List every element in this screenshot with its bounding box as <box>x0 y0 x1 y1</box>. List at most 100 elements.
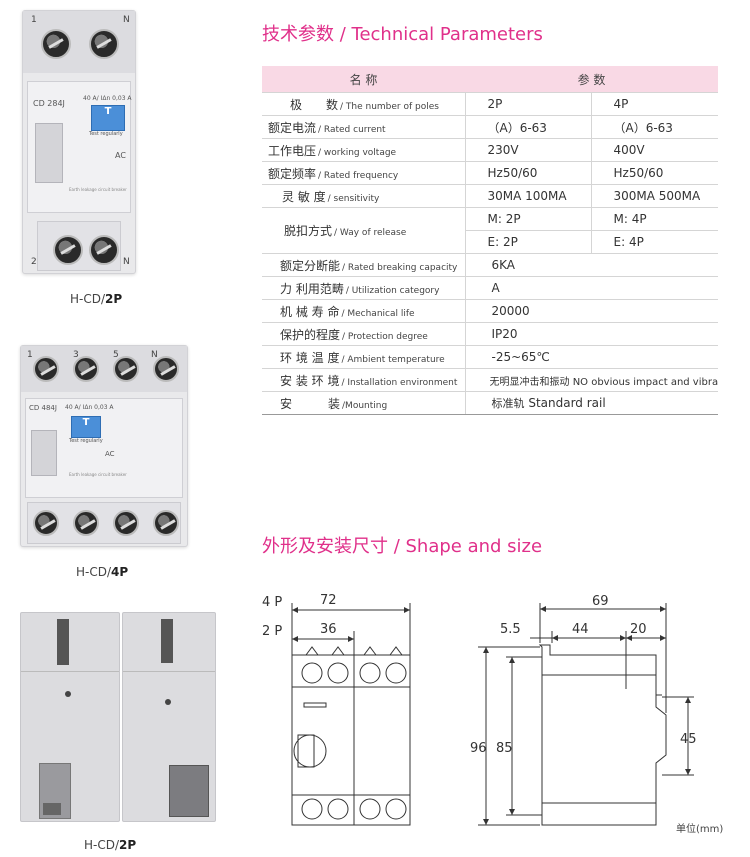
param-value: 无明显冲击和振动 NO obvious impact and vibration <box>464 368 719 392</box>
terminal-mark: N <box>123 257 130 267</box>
param-name-zh: 环 境 温 度 <box>280 350 340 365</box>
header-name: 名 称 <box>262 66 465 93</box>
test-label: Test regularly <box>89 131 123 137</box>
param-name-zh: 额定分断能 <box>280 258 341 273</box>
param-value: IP20 <box>464 322 719 346</box>
label-2p: 2 P <box>262 624 282 639</box>
param-name-zh: 额定频率 <box>268 166 317 181</box>
param-value: 30MA 100MA <box>464 184 591 208</box>
terminal-mark: 3 <box>73 350 79 360</box>
param-name-zh: 灵 敏 度 <box>282 189 326 204</box>
tech-params-table: 名 称 参 数 极 数/ The number of poles 2P 4P 额… <box>262 66 719 415</box>
param-name-zh: 工作电压 <box>268 143 317 158</box>
terminal-screw-icon <box>73 510 99 536</box>
param-value: A <box>464 276 719 300</box>
product-caption: H-CD/4P <box>76 565 129 579</box>
param-value: 标准轨 Standard rail <box>464 391 719 415</box>
terminal-screw-icon <box>73 356 99 382</box>
table-row: 极 数/ The number of poles 2P 4P <box>262 92 719 116</box>
param-name-zh: 额定电流 <box>268 120 317 135</box>
param-name-zh: 机 械 寿 命 <box>280 304 340 319</box>
table-header-row: 名 称 参 数 <box>262 66 719 93</box>
param-value: 2P <box>464 92 591 116</box>
toggle-lever[interactable] <box>31 430 57 476</box>
terminal-screw-icon <box>153 510 179 536</box>
param-value: 400V <box>590 138 719 162</box>
table-row: 力 利用范畴/ Utilization category A <box>262 276 719 300</box>
param-value: （A）6-63 <box>590 115 719 139</box>
terminal-screw-icon <box>89 235 119 265</box>
param-name-zh: 极 数 <box>290 97 339 112</box>
test-button[interactable] <box>71 416 101 438</box>
unit-label: 单位(mm) <box>676 824 724 835</box>
table-row: 工作电压/ working voltage 230V 400V <box>262 138 719 162</box>
dim-36: 36 <box>320 622 337 637</box>
terminal-screw-icon <box>33 356 59 382</box>
param-value: E: 4P <box>590 230 719 254</box>
test-label: Test regularly <box>69 438 103 444</box>
dim-44: 44 <box>572 622 589 637</box>
table-row: 安 装/Mounting 标准轨 Standard rail <box>262 391 719 415</box>
terminal-screw-icon <box>153 356 179 382</box>
param-value: 300MA 500MA <box>590 184 719 208</box>
param-name-en: / Ambient temperature <box>341 354 445 365</box>
model-tag: CD 284J <box>33 99 65 108</box>
param-name-en: / working voltage <box>318 147 397 158</box>
rating-label: 40 A/ IΔn 0,03 A <box>65 404 114 411</box>
table-row: 安 装 环 境/ Installation environment 无明显冲击和… <box>262 368 719 392</box>
param-value: M: 4P <box>590 207 719 231</box>
product-footer-label: Earth leakage circuit breaker <box>69 472 127 477</box>
param-value: Hz50/60 <box>590 161 719 185</box>
terminal-mark: N <box>151 350 158 360</box>
param-name-en: / Protection degree <box>342 331 428 342</box>
param-name-en: / Installation environment <box>341 377 458 388</box>
param-name-en: /Mounting <box>342 400 388 411</box>
terminal-mark: 2 <box>31 257 37 267</box>
param-name-zh: 脱扣方式 <box>284 224 333 238</box>
header-param: 参 数 <box>465 66 719 93</box>
terminal-mark: 5 <box>113 350 119 360</box>
table-row: E: 2P E: 4P <box>262 230 719 254</box>
rcd-back-photo <box>20 612 120 822</box>
param-name-en: / Way of release <box>334 228 407 238</box>
rating-label: 40 A/ IΔn 0,03 A <box>83 95 132 102</box>
param-name-en: / Rated frequency <box>318 170 399 181</box>
dim-5-5: 5.5 <box>500 622 521 637</box>
param-name-en: / Mechanical life <box>341 308 415 319</box>
table-row: 额定分断能/ Rated breaking capacity 6KA <box>262 253 719 277</box>
dim-20: 20 <box>630 622 647 637</box>
model-tag: CD 484J <box>29 404 57 412</box>
shape-size-title: 外形及安装尺寸 / Shape and size <box>262 536 543 557</box>
param-value: M: 2P <box>464 207 591 231</box>
terminal-screw-icon <box>33 510 59 536</box>
dim-96: 96 <box>470 741 487 756</box>
rcd-4p-photo: 1 3 5 N CD 484J 40 A/ IΔn 0,03 A Test re… <box>20 345 188 547</box>
table-row: 额定频率/ Rated frequency Hz50/60 Hz50/60 <box>262 161 719 185</box>
test-button[interactable] <box>91 105 125 131</box>
type-label: AC <box>115 151 126 160</box>
terminal-screw-icon <box>41 29 71 59</box>
product-caption: H-CD/2P <box>84 838 137 852</box>
param-value: Hz50/60 <box>464 161 591 185</box>
terminal-mark: 1 <box>31 15 37 25</box>
terminal-screw-icon <box>53 235 83 265</box>
param-value: 20000 <box>464 299 719 323</box>
toggle-lever[interactable] <box>35 123 63 183</box>
param-name-zh: 安 装 <box>280 396 341 411</box>
param-name-zh: 安 装 环 境 <box>280 373 340 388</box>
product-caption: H-CD/2P <box>70 292 123 306</box>
dim-85: 85 <box>496 741 513 756</box>
param-value: -25~65℃ <box>464 345 719 369</box>
table-row: 保护的程度/ Protection degree IP20 <box>262 322 719 346</box>
param-name-en: / Rated current <box>318 124 386 135</box>
param-value: 230V <box>464 138 591 162</box>
param-value: 4P <box>590 92 719 116</box>
param-name-en: / Utilization category <box>345 285 440 296</box>
rcd-2p-photo: 1 N CD 284J 40 A/ IΔn 0,03 A Test regula… <box>22 10 136 274</box>
terminal-screw-icon <box>89 29 119 59</box>
param-value: （A）6-63 <box>464 115 591 139</box>
param-name-en: / Rated breaking capacity <box>342 262 458 273</box>
terminal-screw-icon <box>113 356 139 382</box>
param-value: 6KA <box>464 253 719 277</box>
terminal-mark: 1 <box>27 350 33 360</box>
